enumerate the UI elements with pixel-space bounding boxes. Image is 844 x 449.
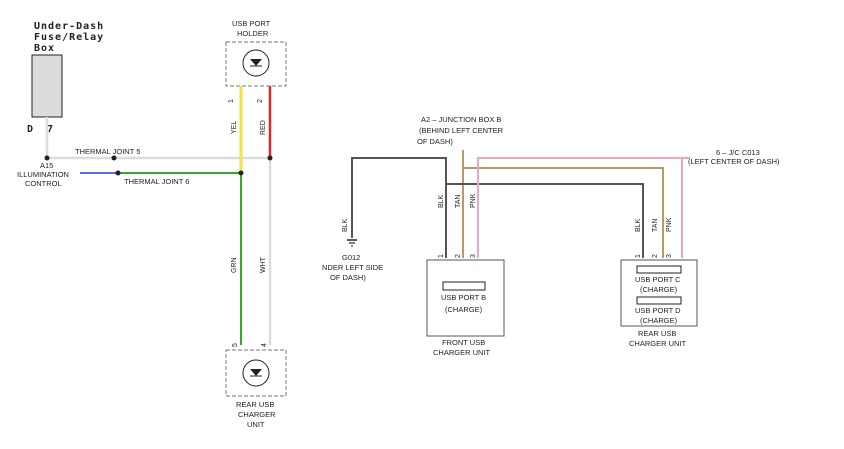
- usb-holder-pin-1: 1: [228, 99, 235, 103]
- ground-line-1: G012: [342, 253, 360, 262]
- jc-c013-line-1: 6 – J/C C013: [716, 148, 760, 157]
- rear-pnk-label: PNK: [666, 217, 673, 232]
- illumination-line-2: ILLUMINATION: [17, 170, 69, 179]
- rear-usb-pin-1: 1: [635, 254, 642, 258]
- fuse-box-pin-7: 7: [47, 124, 54, 135]
- tan-wire-rear: [463, 167, 664, 258]
- fuse-box-block: [31, 54, 63, 118]
- rear-tan-label: TAN: [652, 219, 659, 232]
- rear-usb-port-d-slot: [636, 296, 682, 305]
- front-pin-2: 2: [455, 254, 462, 258]
- front-pnk-label: PNK: [470, 193, 477, 208]
- rear-unit-diode-icon: [250, 369, 262, 376]
- rear-usb-pin-3: 3: [666, 254, 673, 258]
- usb-holder-pin-2: 2: [257, 99, 264, 103]
- front-blk-label: BLK: [438, 194, 445, 208]
- fuse-box-pin-d: D: [27, 124, 34, 135]
- rear-unit-label-2: CHARGER: [238, 410, 276, 419]
- rear-usb-unit-label-2: CHARGER UNIT: [629, 339, 687, 348]
- usb-holder-diode-icon: [250, 59, 262, 66]
- rear-usb-pin-2: 2: [652, 254, 659, 258]
- usb-holder-label-1: USB PORT: [232, 19, 271, 28]
- rear-usb-unit-label-1: REAR USB: [638, 329, 676, 338]
- rear-usb-port-c-label-1: USB PORT C: [635, 275, 681, 284]
- pnk-wire-front: [477, 157, 682, 258]
- usb-holder-label-2: HOLDER: [237, 29, 269, 38]
- junction-dot-fuse: [44, 155, 50, 161]
- front-pin-1: 1: [438, 254, 445, 258]
- ground-line-3: OF DASH): [330, 273, 366, 282]
- rear-usb-port-c-label-2: (CHARGE): [640, 285, 678, 294]
- front-unit-box: [426, 259, 505, 337]
- rear-unit-label-1: REAR USB: [236, 400, 274, 409]
- rear-usb-port-d-label-1: USB PORT D: [635, 306, 681, 315]
- junction-dot-thermal-5: [111, 155, 117, 161]
- junction-b-line-3: OF DASH): [417, 137, 453, 146]
- ground-line-2: NDER LEFT SIDE: [322, 263, 383, 272]
- junction-dot-wht: [267, 155, 273, 161]
- rear-unit-pin-4: 4: [261, 343, 268, 347]
- red-wire-label: RED: [260, 120, 267, 135]
- yel-wire-label: YEL: [231, 121, 238, 134]
- front-pin-3: 3: [470, 254, 477, 258]
- junction-b-line-1: A2 – JUNCTION BOX B: [421, 115, 501, 124]
- junction-dot-grn: [238, 170, 244, 176]
- front-unit-label-2: CHARGER UNIT: [433, 348, 491, 357]
- thermal-joint-6-label: THERMAL JOINT 6: [124, 177, 189, 186]
- blk-ground-label: BLK: [342, 218, 349, 232]
- rear-usb-port-c-slot: [636, 265, 682, 274]
- illumination-line-3: CONTROL: [25, 179, 62, 188]
- wht-wire-label: WHT: [260, 256, 267, 273]
- junction-b-line-2: (BEHIND LEFT CENTER: [419, 126, 504, 135]
- fuse-box-title-1: Under-Dash: [34, 21, 104, 32]
- blk-wire-rear: [446, 183, 644, 258]
- rear-unit-pin-5: 5: [232, 343, 239, 347]
- front-port-b-slot: [442, 281, 486, 291]
- jc-c013-line-2: (LEFT CENTER OF DASH): [688, 157, 780, 166]
- rear-blk-label: BLK: [635, 218, 642, 232]
- front-port-b-label-1: USB PORT B: [441, 293, 486, 302]
- rear-unit-label-3: UNIT: [247, 420, 265, 429]
- fuse-box-title-2: Fuse/Relay: [34, 32, 104, 43]
- rear-usb-port-d-label-2: (CHARGE): [640, 316, 678, 325]
- fuse-box-title-3: Box: [34, 43, 55, 54]
- junction-dot-thermal-6: [115, 170, 121, 176]
- grn-wire-label: GRN: [231, 257, 238, 273]
- front-port-b-label-2: (CHARGE): [445, 305, 483, 314]
- blk-ground-wire: [351, 157, 447, 258]
- illumination-line-1: A15: [40, 161, 53, 170]
- thermal-joint-5-label: THERMAL JOINT 5: [75, 147, 140, 156]
- front-tan-label: TAN: [455, 195, 462, 208]
- front-unit-label-1: FRONT USB: [442, 338, 485, 347]
